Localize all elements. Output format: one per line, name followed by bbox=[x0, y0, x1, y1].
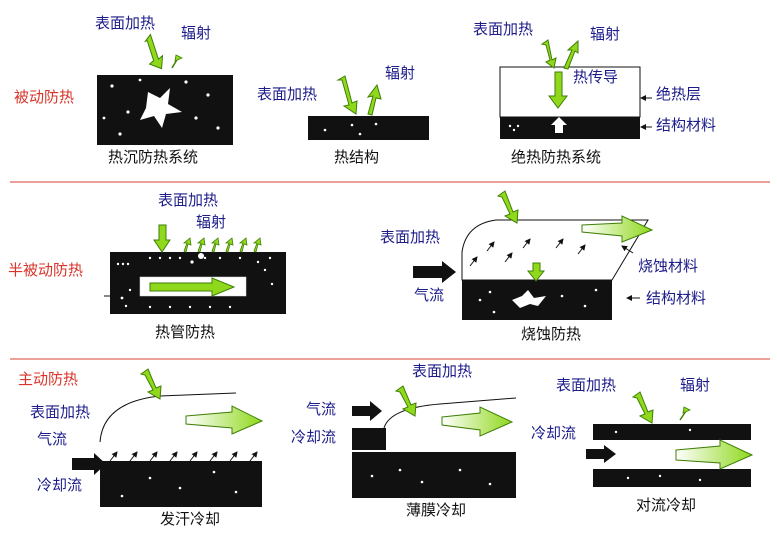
transpiration-plate bbox=[100, 461, 262, 507]
insulated-structure-label: 结构材料 bbox=[656, 116, 717, 134]
ablative-system bbox=[413, 190, 654, 320]
ablative-material-shape bbox=[461, 219, 649, 281]
insulated-system bbox=[499, 39, 652, 139]
heat-pipe-heating-arrow bbox=[153, 224, 171, 253]
insulated-structure-plate bbox=[500, 117, 640, 139]
ablative-caption: 烧蚀防热 bbox=[521, 325, 582, 343]
transpiration-system bbox=[72, 368, 264, 507]
category-passive: 被动防热 bbox=[14, 88, 75, 106]
insulated-radiation-arrow bbox=[563, 39, 579, 70]
film-boundary-layer bbox=[383, 397, 517, 429]
heat-pipe-radiation-label: 辐射 bbox=[196, 213, 227, 231]
transpiration-airflow-label: 气流 bbox=[37, 430, 68, 448]
transpiration-airflow-arrow bbox=[72, 453, 106, 475]
hot-structure-radiation-label: 辐射 bbox=[385, 64, 416, 82]
heat-conduction-arrow bbox=[548, 71, 568, 109]
hot-structure-radiation-arrow bbox=[366, 83, 382, 116]
convection-radiation-label: 辐射 bbox=[680, 376, 711, 394]
convection-caption: 对流冷却 bbox=[636, 496, 697, 514]
film-airflow-label: 气流 bbox=[306, 400, 337, 418]
convection-flow-arrow bbox=[675, 439, 754, 470]
insulated-caption: 绝热防热系统 bbox=[511, 148, 602, 166]
film-coolant-label: 冷却流 bbox=[291, 428, 337, 446]
heat-sink-caption: 热沉防热系统 bbox=[108, 148, 199, 166]
insulation-layer-label: 绝热层 bbox=[656, 85, 702, 103]
transpiration-heating-arrow bbox=[139, 368, 162, 400]
convection-top-plate bbox=[593, 424, 751, 440]
transpiration-flow-arrow bbox=[185, 405, 264, 435]
ablative-structure-label: 结构材料 bbox=[646, 289, 707, 307]
heat-sink-cavity bbox=[140, 88, 182, 128]
insulated-heating-label: 表面加热 bbox=[473, 20, 534, 38]
film-heating-arrow bbox=[394, 385, 417, 417]
hot-structure-caption: 热结构 bbox=[334, 148, 380, 166]
insulation-layer-box bbox=[499, 66, 641, 118]
heat-sink-radiation-label: 辐射 bbox=[181, 24, 212, 42]
ablative-airflow-arrow bbox=[413, 261, 456, 283]
film-cooling-system bbox=[352, 385, 517, 498]
hot-structure-heating-arrow bbox=[336, 75, 358, 115]
convection-heating-arrow bbox=[631, 391, 654, 424]
convection-coolant-arrow bbox=[586, 445, 616, 463]
film-flow-arrow bbox=[441, 406, 514, 437]
heat-pipe-caption: 热管防热 bbox=[155, 323, 216, 341]
heat-pipe-flow-arrow bbox=[149, 277, 236, 297]
ablative-airflow-label: 气流 bbox=[414, 286, 445, 304]
category-semi-passive: 半被动防热 bbox=[8, 261, 84, 279]
heat-pipe-radiation-arrows bbox=[182, 237, 262, 253]
film-plate bbox=[352, 452, 516, 498]
convection-coolant-label: 冷却流 bbox=[531, 424, 577, 442]
insulated-radiation-label: 辐射 bbox=[590, 25, 621, 43]
ablative-char-cavity bbox=[512, 290, 546, 308]
category-active: 主动防热 bbox=[18, 370, 79, 388]
film-heating-label: 表面加热 bbox=[412, 362, 473, 380]
ablative-flow-arrow bbox=[581, 215, 654, 243]
transpiration-caption: 发汗冷却 bbox=[160, 510, 221, 528]
transpiration-coolant-arrows bbox=[109, 451, 258, 462]
ablative-heating-arrow bbox=[496, 190, 519, 224]
heat-pipe-system bbox=[104, 224, 286, 314]
ablative-material-label: 烧蚀材料 bbox=[638, 257, 699, 275]
film-airflow-arrow bbox=[352, 401, 382, 421]
heat-pipe-heating-label: 表面加热 bbox=[158, 191, 219, 209]
hot-structure-plate bbox=[308, 116, 429, 140]
convection-bottom-plate bbox=[593, 469, 751, 487]
film-inlet-block bbox=[352, 428, 386, 450]
convection-cooling-system bbox=[586, 391, 754, 487]
convection-heating-label: 表面加热 bbox=[556, 376, 617, 394]
heat-sink-heating-label: 表面加热 bbox=[95, 14, 156, 32]
ablative-degradation-arrow bbox=[526, 262, 546, 282]
structure-white-arrow bbox=[551, 117, 567, 133]
heat-sink-system bbox=[97, 33, 233, 145]
ablative-gas-arrows bbox=[469, 238, 586, 267]
transpiration-heating-label: 表面加热 bbox=[30, 403, 91, 421]
hot-structure-heating-label: 表面加热 bbox=[257, 85, 318, 103]
heat-sink-heating-arrow bbox=[143, 33, 164, 70]
film-caption: 薄膜冷却 bbox=[406, 501, 467, 519]
transpiration-coolant-label: 冷却流 bbox=[37, 476, 83, 494]
hot-structure bbox=[308, 75, 429, 140]
heat-conduction-label: 热传导 bbox=[573, 68, 619, 86]
insulated-heating-arrow bbox=[540, 39, 557, 69]
ablative-heating-label: 表面加热 bbox=[380, 228, 441, 246]
